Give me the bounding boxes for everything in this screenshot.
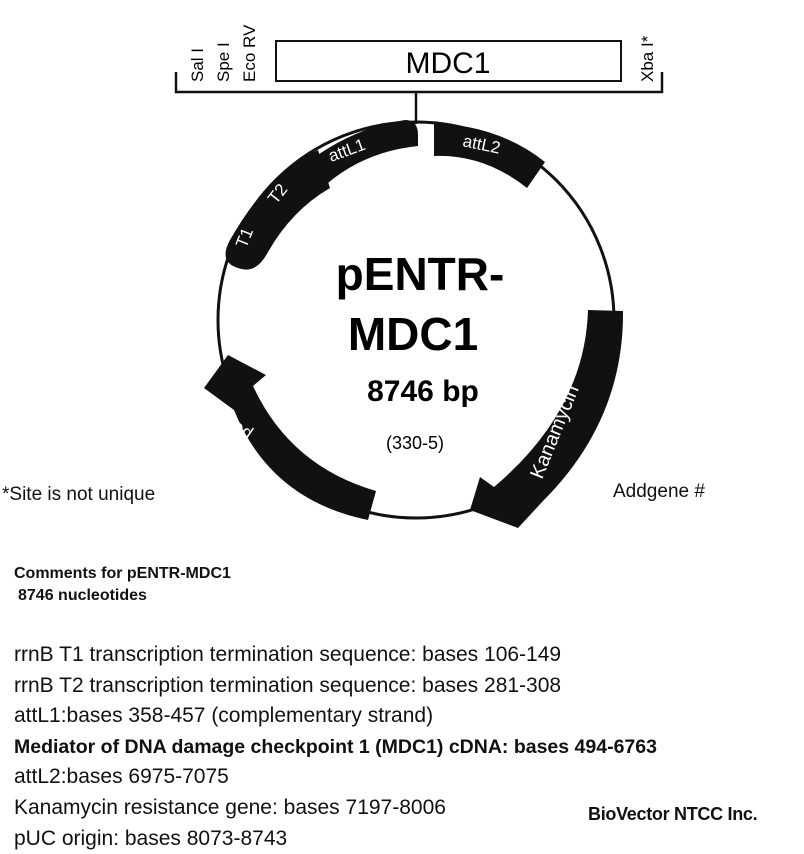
feature-row-mdc1: Mediator of DNA damage checkpoint 1 (MDC… bbox=[14, 735, 657, 758]
feature-kanamycin bbox=[470, 310, 624, 528]
feature-puc-ori bbox=[204, 355, 376, 520]
site-xba-i: Xba I* bbox=[638, 35, 657, 82]
feature-row-rrnb-t2: rrnB T2 transcription termination sequen… bbox=[14, 673, 562, 697]
feature-list: rrnB T1 transcription termination sequen… bbox=[14, 640, 657, 854]
site-note: *Site is not unique bbox=[2, 484, 156, 505]
feature-row-attl1: attL1:bases 358-457 (complementary stran… bbox=[14, 704, 434, 728]
site-sal-i: Sal I bbox=[188, 48, 207, 82]
comments-nucleotides: 8746 nucleotides bbox=[18, 587, 147, 604]
insert-bracket bbox=[174, 72, 664, 94]
comments-block: Comments for pENTR-MDC1 8746 nucleotides bbox=[14, 563, 231, 607]
feature-attl1 bbox=[299, 120, 418, 193]
company-logo-text: BioVector NTCC Inc. bbox=[588, 804, 758, 824]
comments-title: Comments for pENTR-MDC1 bbox=[14, 565, 231, 582]
site-eco-rv: Eco RV bbox=[240, 24, 259, 82]
plasmid-name-line1: pENTR- bbox=[336, 248, 505, 300]
insert-box bbox=[275, 40, 622, 82]
site-spe-i: Spe I bbox=[214, 42, 233, 82]
feature-row-rrnb-t1: rrnB T1 transcription termination sequen… bbox=[14, 643, 562, 666]
insert-label: MDC1 bbox=[405, 47, 490, 80]
plasmid-size: 8746 bp bbox=[367, 375, 479, 408]
feature-row-kanamycin: Kanamycin resistance gene: bases 7197-80… bbox=[14, 795, 446, 819]
feature-row-puc: pUC origin: bases 8073-8743 bbox=[14, 826, 288, 850]
feature-row-attl2: attL2:bases 6975-7075 bbox=[14, 765, 229, 789]
plasmid-map: MDC1 Sal I Spe I Eco RV Xba I* T1 T2 att… bbox=[174, 24, 664, 528]
plasmid-name-line2: MDC1 bbox=[348, 308, 478, 360]
plasmid-code: (330-5) bbox=[386, 433, 444, 453]
feature-attl2 bbox=[434, 123, 545, 188]
addgene-label: Addgene # bbox=[613, 481, 705, 502]
